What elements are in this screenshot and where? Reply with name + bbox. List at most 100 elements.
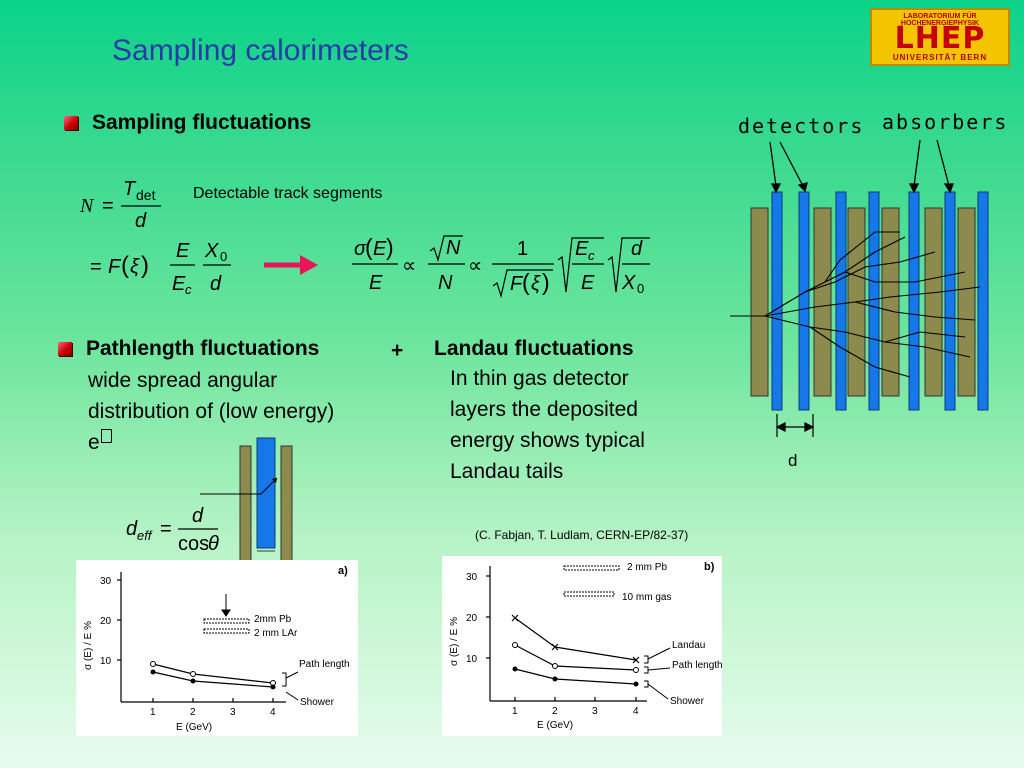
- landau-text: In thin gas detector layers the deposite…: [450, 363, 645, 487]
- svg-text:1: 1: [517, 238, 528, 260]
- plot-b-path-label: Path length: [672, 660, 722, 671]
- electron-symbol: e: [88, 431, 100, 454]
- formula-note: Detectable track segments: [193, 185, 383, 202]
- plot-b-legend1: 2 mm Pb: [627, 562, 667, 573]
- label-detectors: detectors: [738, 114, 865, 138]
- svg-text:X: X: [621, 272, 636, 294]
- plot-b-ylabel: σ (E) / E %: [449, 617, 460, 666]
- plot-b-xtick: 1: [512, 706, 518, 717]
- svg-text:det: det: [136, 187, 156, 203]
- svg-text:d: d: [135, 210, 147, 232]
- pathlength-line: wide spread angular: [88, 369, 278, 392]
- svg-text:E: E: [373, 238, 387, 260]
- svg-text:E: E: [581, 272, 595, 294]
- svg-text:θ: θ: [208, 533, 219, 555]
- plot-a-xtick: 2: [190, 707, 196, 718]
- plot-a: 30 20 10 1 2 3 4 E (GeV) σ (E) / E % 2mm…: [76, 560, 358, 736]
- svg-text:c: c: [185, 282, 192, 297]
- svg-text:T: T: [123, 178, 137, 200]
- svg-text:X: X: [204, 240, 219, 262]
- plot-b-xtick: 3: [592, 706, 598, 717]
- plot-b-shower-label: Shower: [670, 696, 705, 707]
- formula-deff: d eff = d cos θ: [126, 505, 219, 555]
- svg-text:=: =: [160, 518, 172, 540]
- arrow-right-icon: [264, 255, 318, 275]
- svg-text:0: 0: [637, 281, 644, 296]
- plot-a-ytick: 30: [100, 576, 112, 587]
- plot-a-xlabel: E (GeV): [176, 722, 212, 733]
- bullet-icon: [58, 342, 72, 356]
- svg-text:ξ: ξ: [130, 256, 140, 278]
- pathlength-diagram: [200, 437, 293, 562]
- plot-b-xtick: 4: [633, 706, 639, 717]
- formula-f-xi: = F ( ξ ) E E c X 0 d: [90, 240, 231, 297]
- svg-text:N: N: [438, 272, 453, 294]
- svg-text:c: c: [588, 248, 595, 263]
- plus-sign: +: [391, 339, 404, 362]
- missing-glyph-box: [100, 429, 112, 443]
- plot-a-xtick: 3: [230, 707, 236, 718]
- logo-top-text: LABORATORIUM FÜR HOCHENERGIEPHYSIK: [900, 13, 980, 27]
- pathlength-line: e: [88, 427, 334, 458]
- plot-b-ytick: 10: [466, 654, 478, 665]
- logo-bottom-text: UNIVERSITÄT BERN: [892, 53, 988, 62]
- plot-b-ytick: 30: [466, 572, 478, 583]
- svg-text:d: d: [126, 518, 138, 540]
- calorimeter-diagram: [730, 139, 989, 437]
- svg-text:eff: eff: [137, 528, 153, 543]
- citation: (C. Fabjan, T. Ludlam, CERN-EP/82-37): [475, 528, 689, 542]
- label-absorbers: absorbers: [882, 110, 1009, 134]
- svg-text:E: E: [369, 272, 383, 294]
- plot-b-ytick: 20: [466, 613, 478, 624]
- plot-a-ytick: 10: [100, 656, 112, 667]
- svg-text:∝: ∝: [402, 255, 416, 277]
- svg-text:): ): [386, 234, 394, 260]
- plot-b-xtick: 2: [552, 706, 558, 717]
- svg-text:E: E: [575, 238, 589, 260]
- plot-a-shower-label: Shower: [300, 697, 335, 708]
- landau-line: Landau tails: [450, 460, 564, 483]
- svg-text:cos: cos: [178, 533, 209, 555]
- svg-text:ξ: ξ: [531, 273, 541, 295]
- plot-a-path-label: Path length: [299, 659, 350, 670]
- svg-text:d: d: [631, 238, 643, 260]
- svg-text:E: E: [172, 273, 186, 295]
- plot-a-xtick: 4: [270, 707, 276, 718]
- plot-a-canvas: 30 20 10 1 2 3 4 E (GeV) σ (E) / E % 2mm…: [83, 565, 350, 733]
- plot-a-panel-label: a): [338, 565, 348, 577]
- svg-text:0: 0: [220, 249, 227, 264]
- landau-line: energy shows typical: [450, 429, 645, 452]
- plot-a-legend1: 2mm Pb: [254, 614, 292, 625]
- formula-n: N = T det d: [79, 178, 161, 232]
- plot-a-legend2: 2 mm LAr: [254, 628, 298, 639]
- svg-text:E: E: [176, 240, 190, 262]
- plot-b-panel-label: b): [704, 561, 715, 573]
- plot-b-canvas: 30 20 10 1 2 3 4 E (GeV) σ (E) / E % 2 m…: [449, 561, 722, 731]
- svg-text:=: =: [102, 195, 114, 217]
- svg-text:): ): [141, 252, 149, 279]
- svg-text:N: N: [446, 237, 461, 259]
- svg-text:F: F: [510, 273, 524, 295]
- landau-line: layers the deposited: [450, 398, 638, 421]
- svg-text:(: (: [121, 252, 129, 279]
- heading-sampling-fluctuations: Sampling fluctuations: [92, 111, 312, 134]
- lhep-logo: LABORATORIUM FÜR HOCHENERGIEPHYSIK LHEP …: [870, 8, 1010, 66]
- logo-main-text: LHEP: [894, 21, 986, 56]
- pathlength-line: distribution of (low energy): [88, 400, 335, 423]
- svg-text:∝: ∝: [468, 255, 482, 277]
- svg-text:d: d: [192, 505, 204, 527]
- heading-pathlength: Pathlength fluctuations: [86, 337, 320, 360]
- plot-b-landau-label: Landau: [672, 640, 705, 651]
- label-d: d: [788, 451, 798, 470]
- pathlength-text: wide spread angular distribution of (low…: [88, 365, 334, 458]
- svg-text:(: (: [522, 269, 530, 295]
- svg-text:): ): [542, 269, 550, 295]
- plot-a-ytick: 20: [100, 616, 112, 627]
- svg-text:=: =: [90, 256, 102, 278]
- slide-title: Sampling calorimeters: [112, 34, 409, 67]
- svg-text:(: (: [365, 234, 373, 260]
- landau-line: In thin gas detector: [450, 367, 629, 390]
- svg-text:N: N: [79, 195, 95, 217]
- svg-text:F: F: [108, 256, 122, 278]
- svg-text:d: d: [210, 273, 222, 295]
